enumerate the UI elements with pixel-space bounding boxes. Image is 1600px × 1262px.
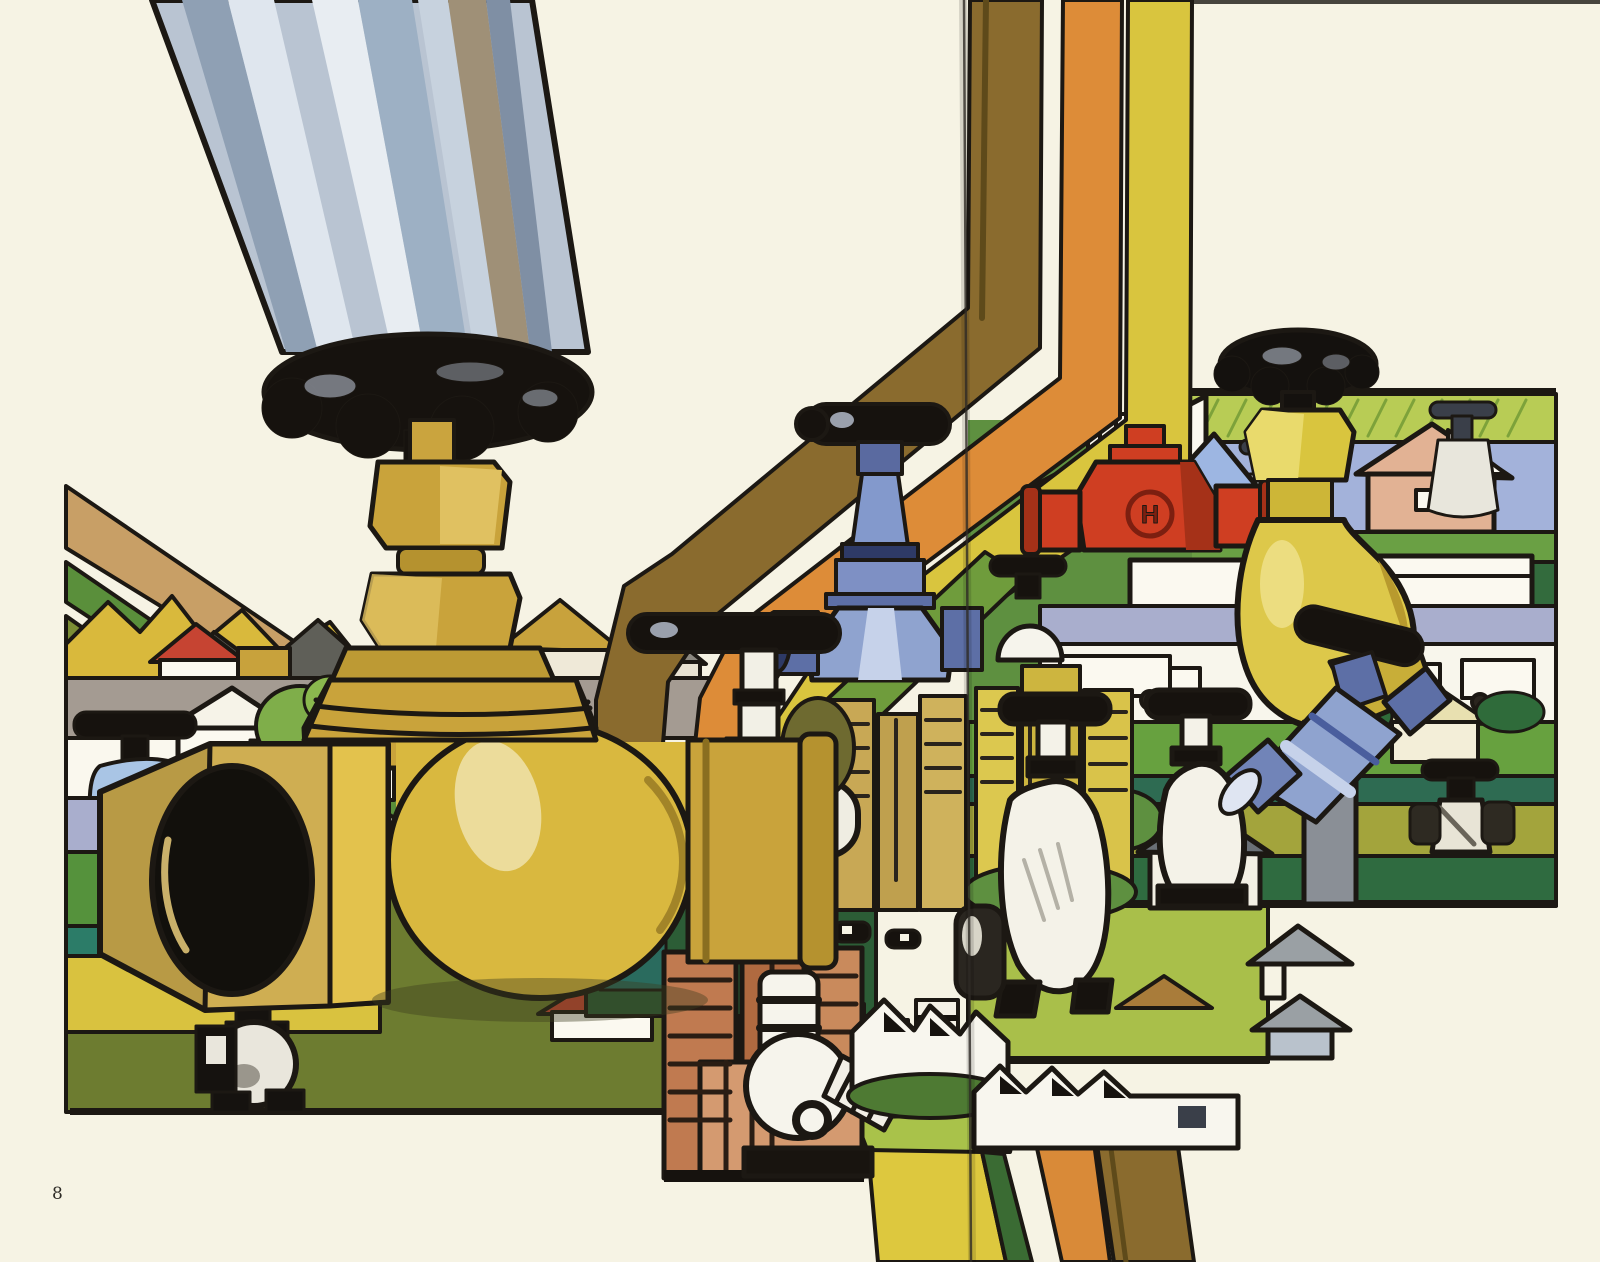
pagoda-house-icon	[1245, 923, 1355, 1061]
page-top-edge	[1178, 0, 1600, 4]
page-fold-line	[959, 0, 976, 1262]
black-handwheel-icon	[261, 331, 595, 465]
cow-icons	[832, 920, 922, 950]
page-number: 8	[52, 1184, 64, 1204]
red-hydrant-valve: H	[1020, 424, 1280, 556]
hydrant-monogram: H	[1141, 501, 1159, 529]
globe-valve-a	[953, 691, 1115, 1019]
fold-white-valves	[953, 554, 1253, 1019]
giant-brass-valve	[97, 0, 856, 1022]
toppled-blue-valve	[1218, 604, 1453, 825]
steel-supply-pipe	[149, 0, 591, 355]
factory-right	[971, 1063, 1241, 1151]
small-dark-valve	[1408, 758, 1516, 855]
band-green-exit	[980, 1150, 1034, 1262]
